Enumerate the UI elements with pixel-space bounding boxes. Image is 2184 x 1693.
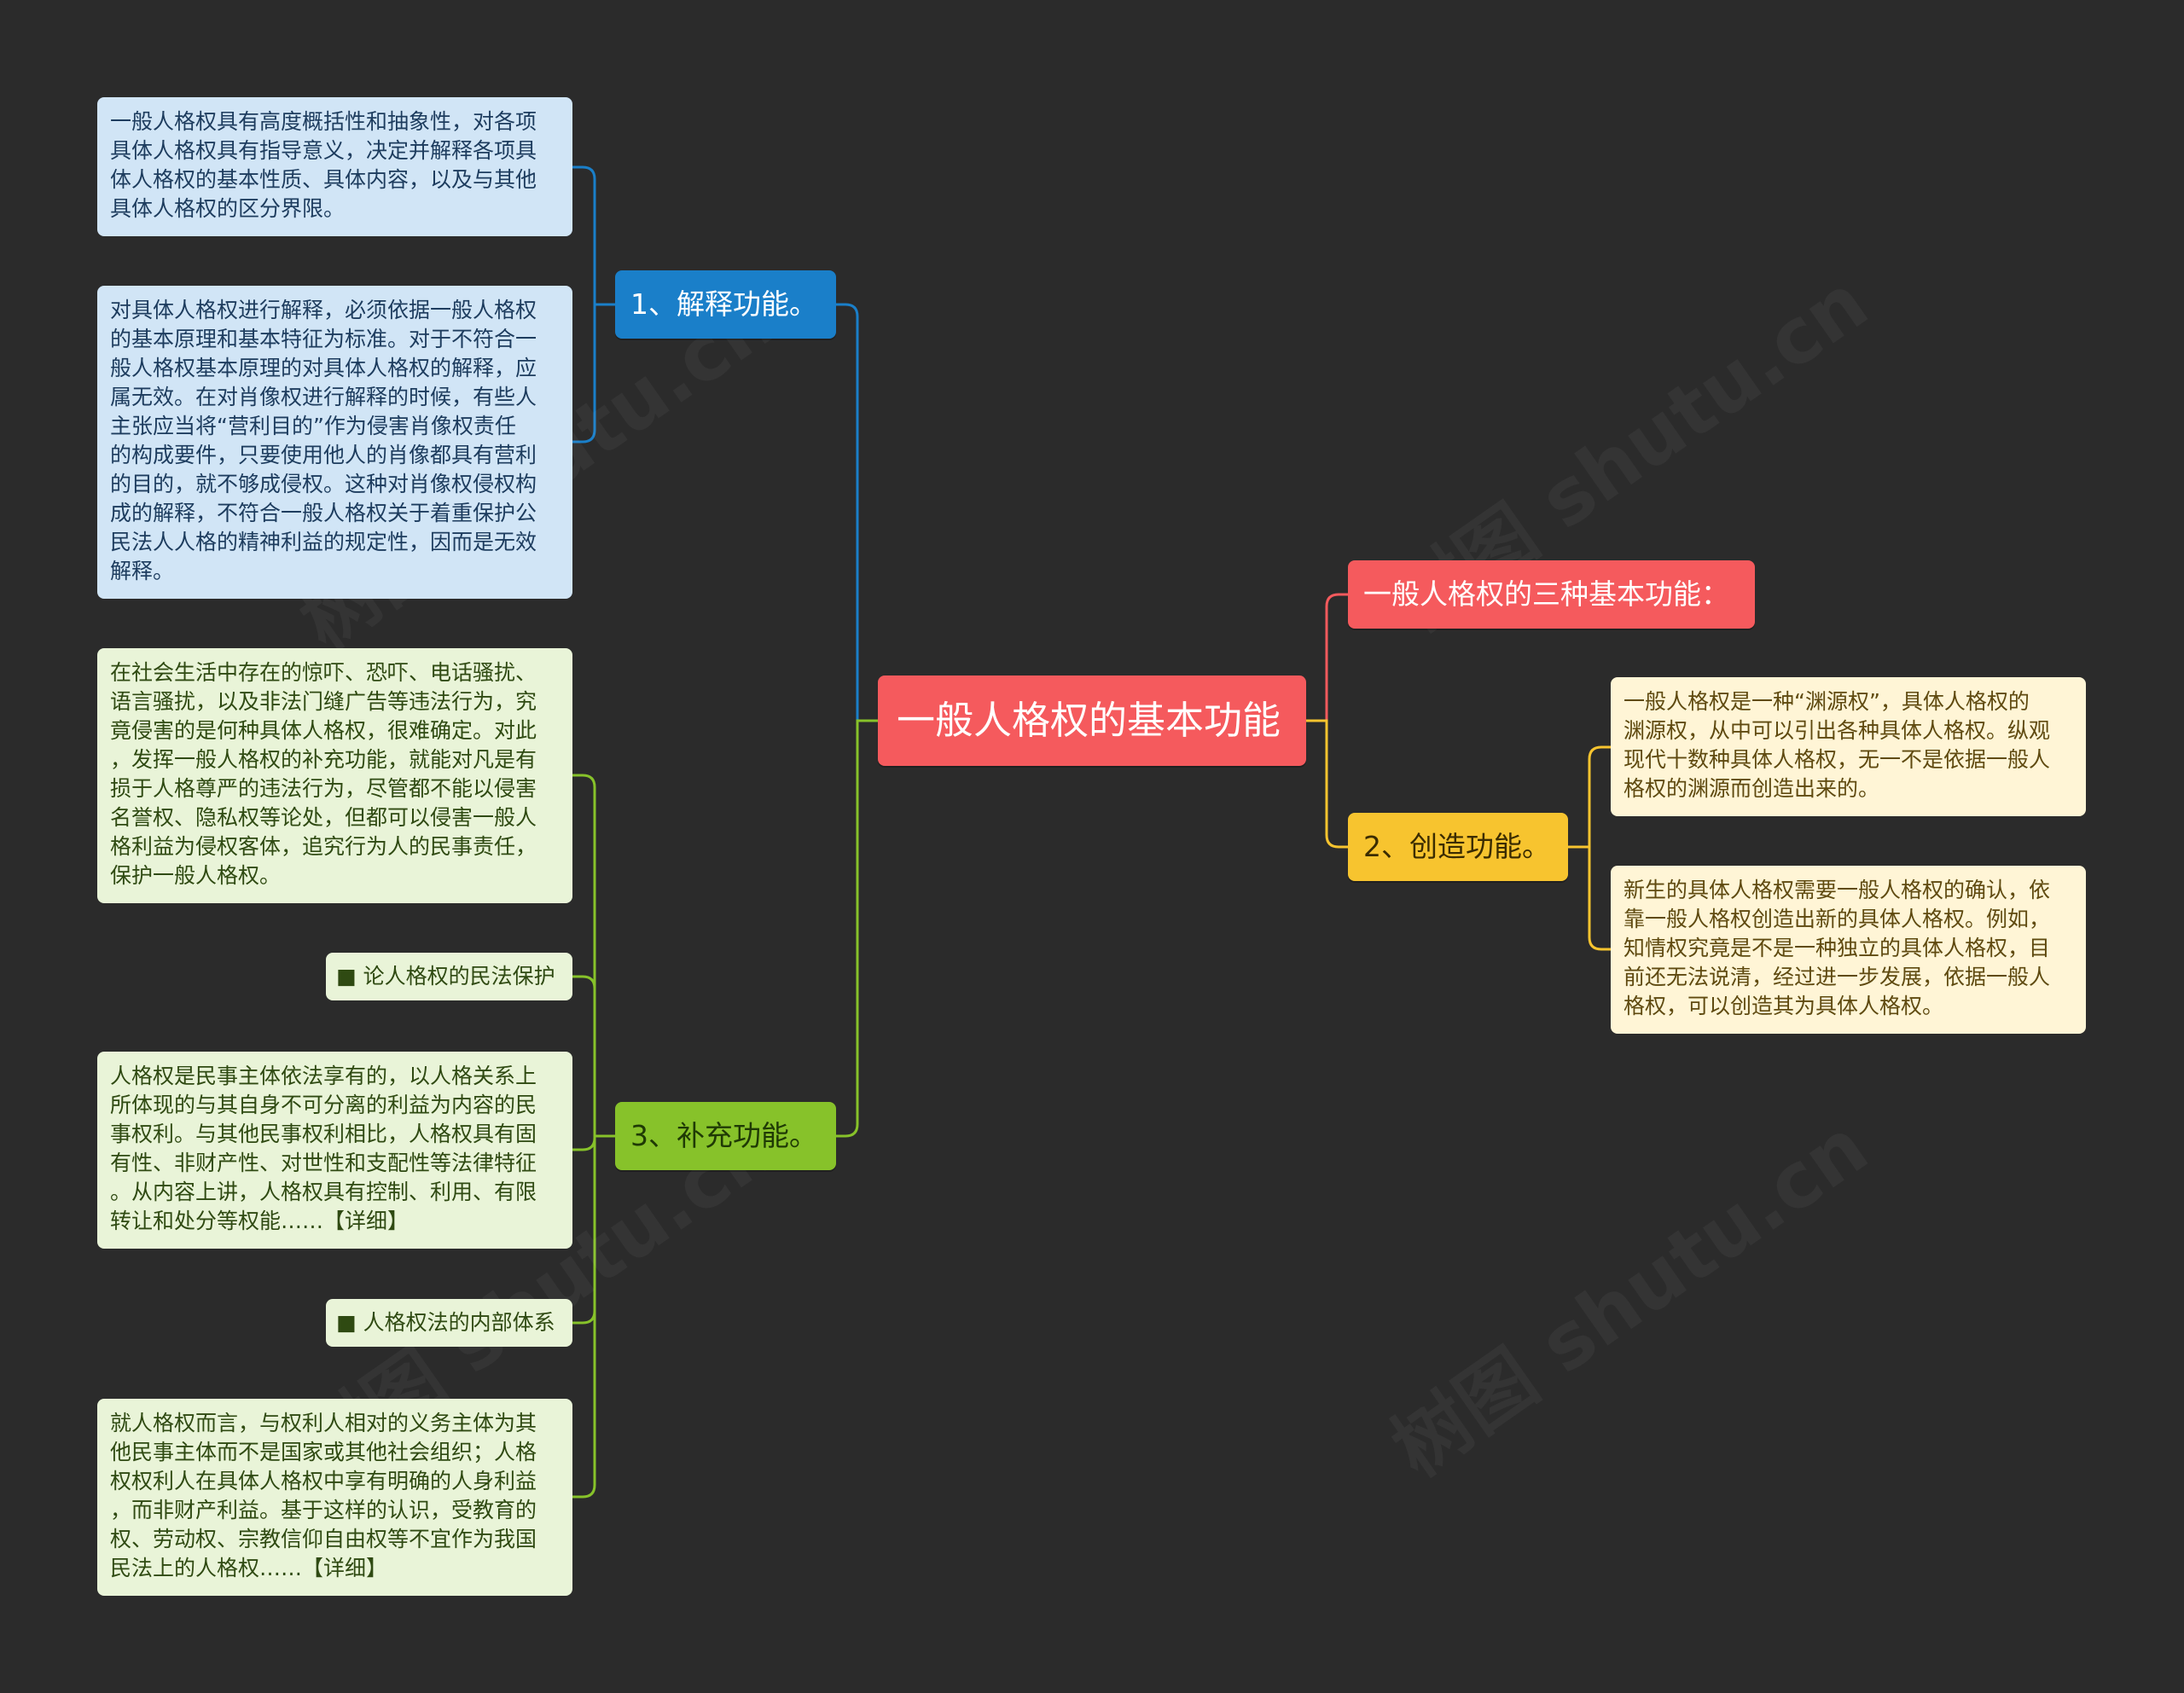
- link-label: 论人格权的民法保护: [363, 964, 555, 989]
- supplement-link-2[interactable]: ■ 人格权法的内部体系: [326, 1299, 572, 1347]
- connector-line: [836, 303, 878, 722]
- root-topic[interactable]: 一般人格权的基本功能: [878, 675, 1306, 766]
- connector-line: [572, 975, 615, 1138]
- intro-topic[interactable]: 一般人格权的三种基本功能：: [1348, 560, 1755, 629]
- link-label: 人格权法的内部体系: [363, 1310, 555, 1335]
- supplement-leaf-3[interactable]: 就人格权而言，与权利人相对的义务主体为其 他民事主体而不是国家或其他社会组织；人…: [97, 1399, 572, 1596]
- supplement-leaf-2[interactable]: 人格权是民事主体依法享有的，以人格关系上 所体现的与其自身不可分离的利益为内容的…: [97, 1052, 572, 1249]
- connector-line: [572, 303, 615, 444]
- connector-line: [572, 774, 615, 1138]
- supplement-leaf-1[interactable]: 在社会生活中存在的惊吓、恐吓、电话骚扰、 语言骚扰，以及非法门缝广告等违法行为，…: [97, 648, 572, 903]
- connector-line: [572, 165, 615, 306]
- bullet-icon: ■: [336, 964, 363, 989]
- connector-line: [1568, 845, 1611, 951]
- supplement-link-1[interactable]: ■ 论人格权的民法保护: [326, 953, 572, 1000]
- connector-line: [572, 1134, 615, 1499]
- bullet-icon: ■: [336, 1310, 363, 1335]
- connector-line: [836, 719, 878, 1138]
- connector-line: [1306, 593, 1348, 722]
- interpret-branch[interactable]: 1、解释功能。: [615, 270, 836, 339]
- interpret-leaf-2[interactable]: 对具体人格权进行解释，必须依据一般人格权 的基本原理和基本特征为标准。对于不符合…: [97, 286, 572, 599]
- create-leaf-1[interactable]: 一般人格权是一种“渊源权”，具体人格权的 渊源权，从中可以引出各种具体人格权。纵…: [1611, 677, 2086, 816]
- interpret-leaf-1[interactable]: 一般人格权具有高度概括性和抽象性，对各项 具体人格权具有指导意义，决定并解释各项…: [97, 97, 572, 236]
- supplement-branch[interactable]: 3、补充功能。: [615, 1102, 836, 1170]
- create-branch[interactable]: 2、创造功能。: [1348, 813, 1568, 881]
- create-leaf-2[interactable]: 新生的具体人格权需要一般人格权的确认，依 靠一般人格权创造出新的具体人格权。例如…: [1611, 866, 2086, 1034]
- connector-line: [1306, 719, 1348, 849]
- connector-line: [1568, 745, 1611, 849]
